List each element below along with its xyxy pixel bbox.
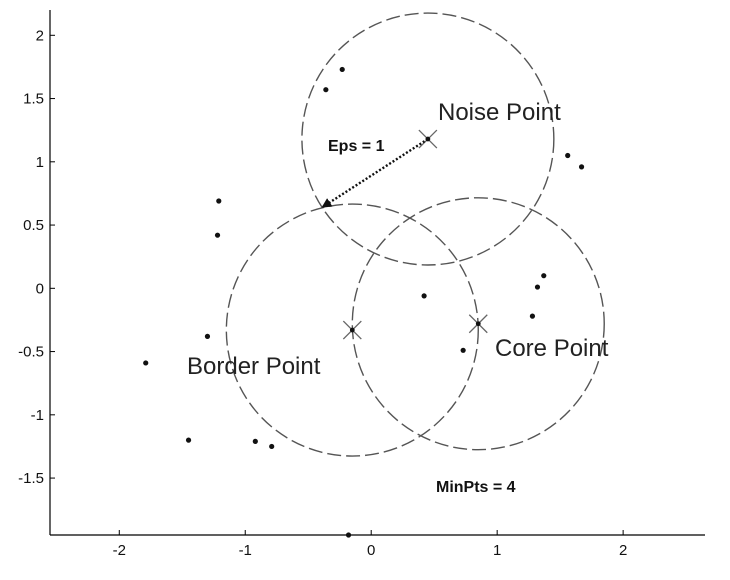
x-tick-label: 0 [367,542,375,559]
minpts-label: MinPts = 4 [436,479,516,496]
data-point [216,198,222,204]
x-marker-center [349,327,355,333]
data-point [204,333,211,339]
data-point [339,66,345,73]
x-tick-label: -2 [113,542,126,559]
x-tick-label: -1 [239,542,252,559]
labeled-points [342,129,488,340]
eps-radius [321,138,429,208]
data-point [143,360,149,366]
data-point [565,152,571,159]
core-point-label: Core Point [495,335,609,362]
eps-radius-arrow [321,138,429,208]
data-point [578,164,585,170]
y-tick-label: -1 [31,407,44,424]
x-tick-label: 2 [619,542,627,559]
noise-eps-circle [301,12,555,266]
data-point [323,87,329,93]
y-tick-label: 1 [36,154,44,171]
data-point [345,532,352,538]
data-point [529,313,536,319]
data-point [214,232,221,238]
border-point-label: Border Point [187,353,321,380]
eps-label: Eps = 1 [328,138,385,155]
y-tick-label: -0.5 [18,344,44,361]
data-point [534,284,541,290]
y-tick-label: 1.5 [23,91,44,108]
data-point [541,273,547,279]
border-point-marker [342,320,362,340]
data-point [460,347,466,353]
eps-circles [225,12,605,457]
y-tick-label: -1.5 [18,470,44,487]
data-points [143,66,585,538]
data-point [252,438,258,444]
y-tick-label: 0.5 [23,217,44,234]
data-point [269,443,275,450]
x-marker-center [475,321,481,327]
y-tick-label: 0 [36,280,44,297]
axes: -2 -1 0 1 2 2 1.5 1 0.5 0 -0.5 -1 -1.5 [18,10,705,559]
data-point [185,437,192,443]
x-tick-label: 1 [493,542,501,559]
data-point [421,293,427,299]
border-eps-circle [225,203,479,457]
noise-point-label: Noise Point [438,99,561,126]
core-eps-circle [351,197,605,451]
y-tick-label: 2 [36,27,44,44]
core-point-marker [468,314,488,334]
